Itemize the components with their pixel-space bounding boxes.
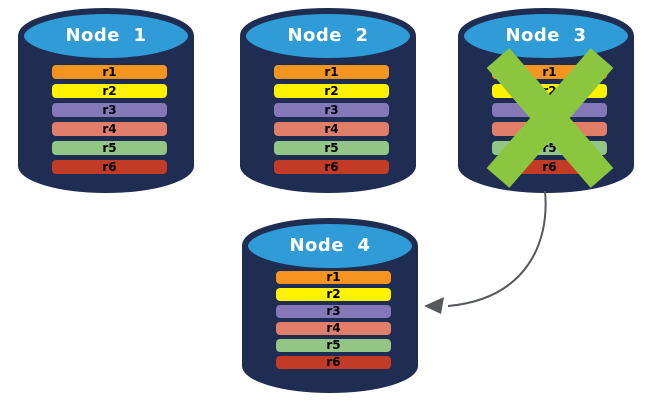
node-1-title: Node 1: [65, 25, 147, 46]
replica-bar-r1: r1: [276, 271, 391, 284]
replica-bar-r5: r5: [274, 141, 389, 155]
node-4: Node 4 r1 r2 r3 r4 r5 r6: [240, 218, 420, 400]
cylinder-top: [18, 8, 194, 64]
node-3: Node 3 r1 r2 r3 r4 r5 r6: [456, 8, 636, 200]
node-2: Node 2 r1 r2 r3 r4 r5 r6: [238, 8, 418, 200]
replica-bar-r5: r5: [276, 339, 391, 352]
node-4-title: Node 4: [289, 235, 371, 256]
replica-bar-r6: r6: [276, 356, 391, 369]
node-3-title: Node 3: [505, 25, 587, 46]
arrow-head-icon: [424, 297, 444, 314]
replica-bar-r2: r2: [276, 288, 391, 301]
failure-x-icon: [486, 48, 614, 188]
replica-bar-r4: r4: [274, 122, 389, 136]
replica-bar-r3: r3: [52, 103, 167, 117]
replica-bar-r1: r1: [52, 65, 167, 79]
node-1: Node 1 r1 r2 r3 r4 r5 r6: [16, 8, 196, 200]
node-2-replicas: r1 r2 r3 r4 r5 r6: [274, 65, 389, 174]
x-stroke: [486, 48, 614, 188]
replica-bar-r6: r6: [274, 160, 389, 174]
replica-bar-r4: r4: [276, 322, 391, 335]
replica-bar-r1: r1: [274, 65, 389, 79]
replica-bar-r3: r3: [276, 305, 391, 318]
replica-bar-r2: r2: [274, 84, 389, 98]
replica-bar-r6: r6: [52, 160, 167, 174]
cylinder-top: [458, 8, 634, 64]
node-4-replicas: r1 r2 r3 r4 r5 r6: [276, 271, 391, 369]
node-2-title: Node 2: [287, 25, 369, 46]
arrow-curve: [447, 190, 547, 307]
cylinder-top: [240, 8, 416, 64]
replica-bar-r4: r4: [52, 122, 167, 136]
node-1-replicas: r1 r2 r3 r4 r5 r6: [52, 65, 167, 174]
replica-bar-r5: r5: [52, 141, 167, 155]
replica-bar-r2: r2: [52, 84, 167, 98]
replica-bar-r3: r3: [274, 103, 389, 117]
